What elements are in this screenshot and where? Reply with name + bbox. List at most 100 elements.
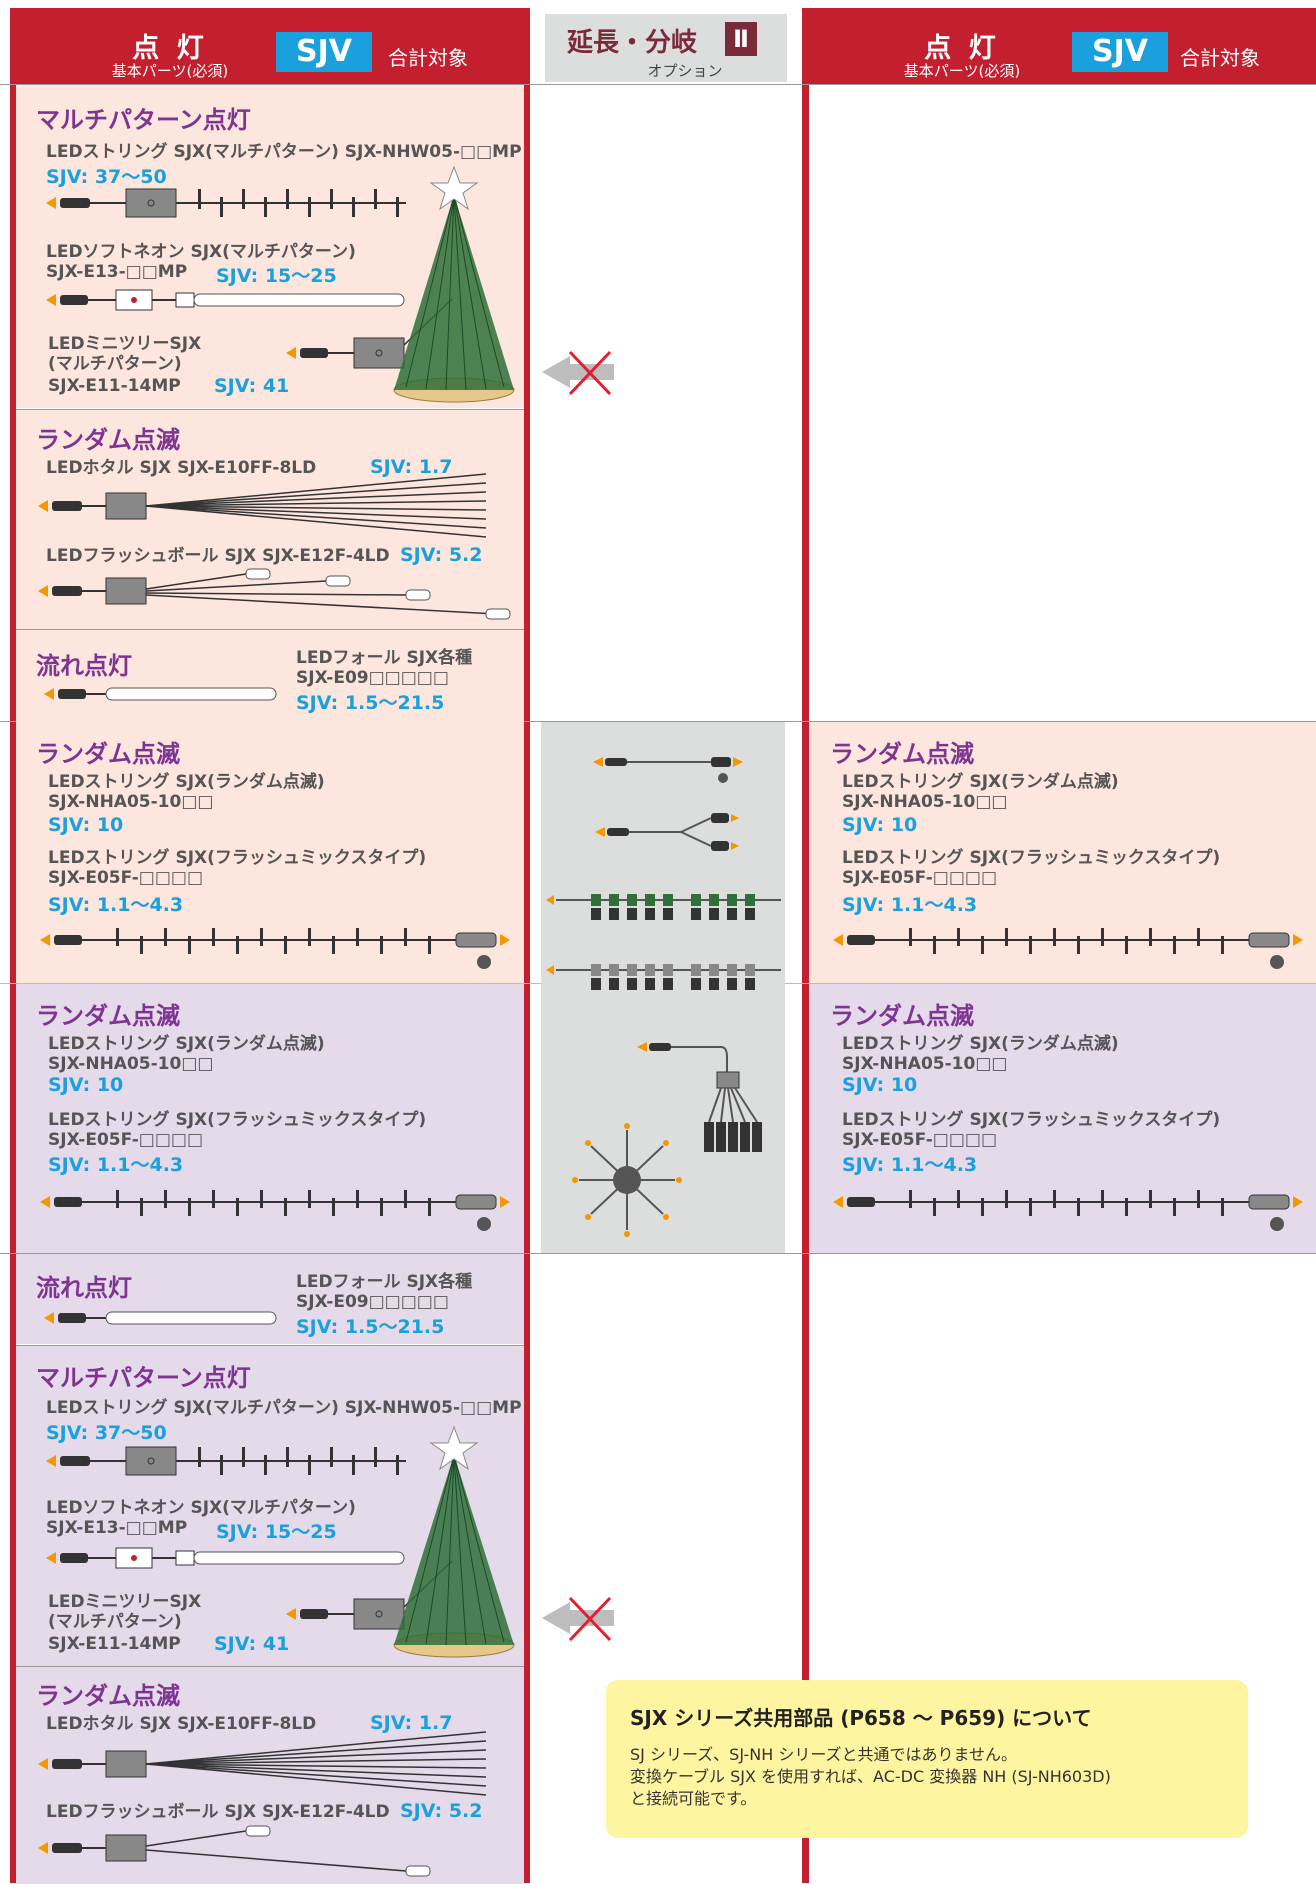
left-multi1-p3-sjv: SJV: 41 bbox=[214, 375, 290, 397]
flash-ball-led-icon bbox=[38, 1825, 431, 1877]
soft-neon-mp-icon bbox=[46, 289, 405, 311]
left-random3-p1-sjv: SJV: 10 bbox=[48, 1074, 124, 1096]
right-header: 点 灯 基本パーツ(必須) SJV 合計対象 bbox=[802, 8, 1316, 84]
left-multi2-p3c: SJX-E11-14MP bbox=[48, 1634, 181, 1654]
left-random3-string-illustration bbox=[40, 1190, 510, 1231]
right-header-subtitle: 基本パーツ(必須) bbox=[903, 62, 1021, 80]
left-multi1-illustrations bbox=[46, 165, 515, 403]
left-header-sjv-badge: SJV bbox=[276, 32, 372, 72]
left-flow2-p1b: SJX-E09□□□□□ bbox=[296, 1292, 449, 1312]
left-multi1-p2b: SJX-E13-□□MP bbox=[46, 262, 188, 282]
middle-options-illustrations bbox=[546, 757, 781, 1237]
right-random1-p2a: LEDストリング SJX(フラッシュミックスタイプ) bbox=[842, 848, 1221, 868]
left-random4-p2-sjv: SJV: 5.2 bbox=[400, 1800, 483, 1822]
right-header-target: 合計対象 bbox=[1180, 46, 1260, 70]
right-random2-panel bbox=[809, 984, 1316, 1253]
left-multi2-p1-sjv: SJV: 37〜50 bbox=[46, 1422, 167, 1444]
left-random1-illustrations bbox=[38, 473, 511, 620]
right-random1-p2b: SJX-E05F-□□□□ bbox=[842, 868, 998, 888]
note-title: SJX シリーズ共用部品 (P658 〜 P659) について bbox=[630, 1706, 1092, 1730]
left-random1-p2-sjv: SJV: 5.2 bbox=[400, 544, 483, 566]
left-flow1-panel bbox=[16, 629, 524, 722]
soft-neon-mp-icon bbox=[46, 1547, 405, 1569]
left-random1-panel bbox=[16, 409, 524, 629]
divider-row2 bbox=[0, 721, 1316, 722]
left-header-target: 合計対象 bbox=[388, 46, 468, 70]
left-random1-p1-sjv: SJV: 1.7 bbox=[370, 456, 453, 478]
left-random2-p1-sjv: SJV: 10 bbox=[48, 814, 124, 836]
middle-header-subtitle: オプション bbox=[647, 62, 723, 80]
no-extension-arrow-bottom bbox=[542, 1596, 614, 1642]
radial-splitter-icon bbox=[572, 1123, 682, 1237]
middle-header-title: 延長・分岐 bbox=[567, 28, 698, 58]
mini-tree-mp-icon bbox=[286, 1425, 515, 1658]
left-multi1-p3b: (マルチパターン) bbox=[48, 354, 182, 374]
two-way-splitter-icon bbox=[595, 813, 739, 851]
left-flow2-panel bbox=[16, 1254, 524, 1344]
right-random2-string-illustration bbox=[833, 1190, 1303, 1231]
left-flow1-p1b: SJX-E09□□□□□ bbox=[296, 668, 449, 688]
extension-cable-icon bbox=[593, 757, 743, 783]
left-random3-p2b: SJX-E05F-□□□□ bbox=[48, 1130, 204, 1150]
led-string-mp-icon bbox=[46, 188, 406, 218]
right-random1-string-illustration bbox=[833, 928, 1303, 969]
led-string-random-icon bbox=[833, 928, 1303, 969]
left-multi1-title: マルチパターン点灯 bbox=[36, 106, 251, 134]
left-random2-p2a: LEDストリング SJX(フラッシュミックスタイプ) bbox=[48, 848, 427, 868]
left-multi1-p1: LEDストリング SJX(マルチパターン) SJX-NHW05-□□MP bbox=[46, 142, 522, 162]
left-flow2-p1-sjv: SJV: 1.5〜21.5 bbox=[296, 1316, 445, 1338]
middle-header: 延長・分岐 Ⅱ オプション bbox=[545, 14, 787, 82]
note-line2: 変換ケーブル SJX を使用すれば、AC-DC 変換器 NH (SJ-NH603… bbox=[630, 1767, 1111, 1786]
note-line1: SJ シリーズ、SJ-NH シリーズと共通ではありません。 bbox=[630, 1745, 1018, 1764]
firefly-led-icon bbox=[38, 473, 487, 538]
left-random4-p2: LEDフラッシュボール SJX SJX-E12F-4LD bbox=[46, 1802, 390, 1822]
led-string-mp-icon bbox=[46, 1446, 406, 1476]
five-way-splitter-icon bbox=[637, 1042, 762, 1152]
right-random1-p1-sjv: SJV: 10 bbox=[842, 814, 918, 836]
left-random3-p1b: SJX-NHA05-10□□ bbox=[48, 1054, 214, 1074]
left-multi2-p2a: LEDソフトネオン SJX(マルチパターン) bbox=[46, 1498, 356, 1518]
left-random4-illustrations bbox=[38, 1731, 487, 1877]
mini-tree-mp-icon bbox=[286, 165, 515, 403]
left-header: 点 灯 基本パーツ(必須) SJV 合計対象 bbox=[10, 8, 530, 84]
left-random3-p2a: LEDストリング SJX(フラッシュミックスタイプ) bbox=[48, 1110, 427, 1130]
left-header-subtitle: 基本パーツ(必須) bbox=[111, 62, 229, 80]
firefly-led-icon bbox=[38, 1731, 487, 1796]
left-random2-p1a: LEDストリング SJX(ランダム点滅) bbox=[48, 772, 325, 792]
left-multi2-p3a: LEDミニツリーSJX bbox=[48, 1592, 202, 1612]
right-random2-p2a: LEDストリング SJX(フラッシュミックスタイプ) bbox=[842, 1110, 1221, 1130]
middle-header-numeral: Ⅱ bbox=[725, 22, 757, 56]
left-multi2-p2-sjv: SJV: 15〜25 bbox=[216, 1521, 337, 1543]
left-random3-p1a: LEDストリング SJX(ランダム点滅) bbox=[48, 1034, 325, 1054]
left-flow2-p1a: LEDフォール SJX各種 bbox=[296, 1272, 473, 1292]
right-random2-title: ランダム点滅 bbox=[830, 1002, 974, 1030]
left-random2-p1b: SJX-NHA05-10□□ bbox=[48, 792, 214, 812]
left-random3-title: ランダム点滅 bbox=[36, 1002, 180, 1030]
left-multi1-p2a: LEDソフトネオン SJX(マルチパターン) bbox=[46, 242, 356, 262]
led-fall-icon bbox=[44, 687, 277, 701]
left-random2-string-illustration bbox=[40, 928, 510, 969]
left-random4-title: ランダム点滅 bbox=[36, 1682, 180, 1710]
left-flow2-title: 流れ点灯 bbox=[36, 1274, 132, 1302]
left-random1-title: ランダム点滅 bbox=[36, 426, 180, 454]
note-line3: と接続可能です。 bbox=[630, 1789, 757, 1808]
right-random2-p1a: LEDストリング SJX(ランダム点滅) bbox=[842, 1034, 1119, 1054]
note-box: SJX シリーズ共用部品 (P658 〜 P659) について SJ シリーズ、… bbox=[606, 1680, 1248, 1838]
left-multi2-title: マルチパターン点灯 bbox=[36, 1364, 251, 1392]
left-random2-p2b: SJX-E05F-□□□□ bbox=[48, 868, 204, 888]
led-string-random-icon bbox=[40, 928, 510, 969]
right-header-sjv-badge: SJV bbox=[1072, 32, 1168, 72]
led-string-random-icon bbox=[40, 1190, 510, 1231]
right-random2-p1b: SJX-NHA05-10□□ bbox=[842, 1054, 1008, 1074]
right-random2-p1-sjv: SJV: 10 bbox=[842, 1074, 918, 1096]
multi-tap-cable-2-icon bbox=[546, 964, 781, 990]
left-header-title: 点 灯 bbox=[132, 33, 208, 64]
led-fall-icon bbox=[44, 1311, 277, 1325]
left-random2-title: ランダム点滅 bbox=[36, 740, 180, 768]
right-header-title: 点 灯 bbox=[924, 33, 1000, 64]
left-multi1-p3c: SJX-E11-14MP bbox=[48, 376, 181, 396]
no-extension-arrow-top bbox=[542, 350, 614, 396]
left-flow1-illustration bbox=[44, 687, 277, 701]
left-random4-p1-sjv: SJV: 1.7 bbox=[370, 1712, 453, 1734]
divider-top bbox=[0, 84, 1316, 85]
